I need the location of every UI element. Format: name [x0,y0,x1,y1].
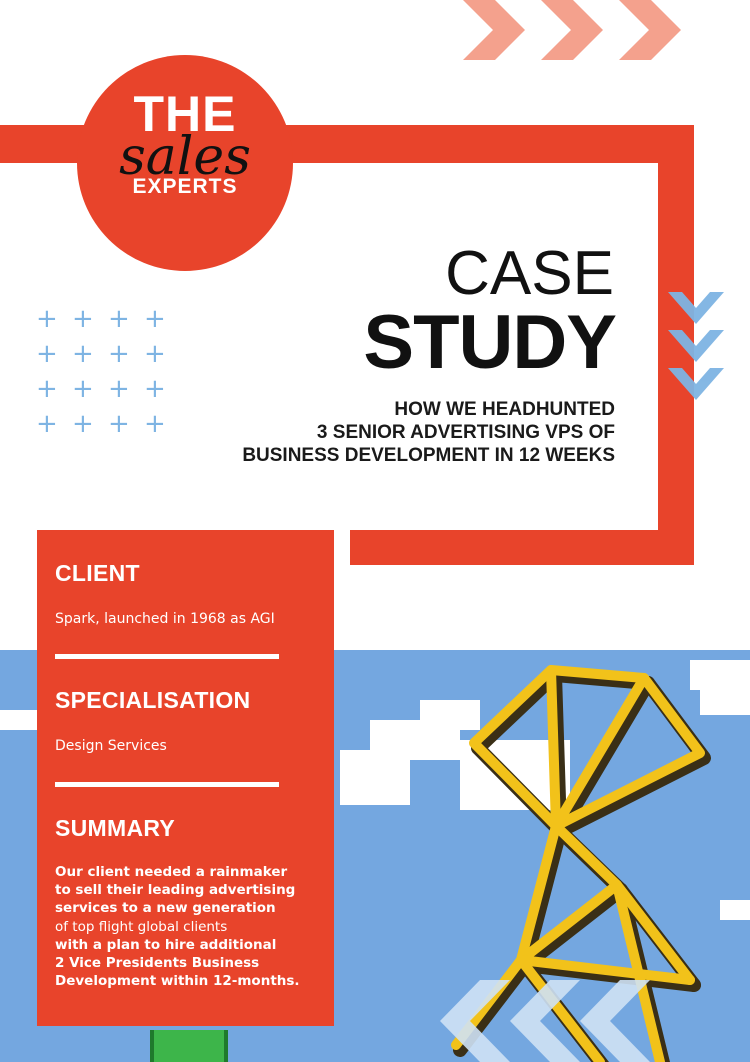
cloud [690,660,750,690]
plus-icon: + [144,304,166,334]
subtitle-line: HOW WE HEADHUNTED [394,399,615,420]
plus-icon: + [108,374,130,404]
cloud [420,700,480,730]
info-panel: CLIENT Spark, launched in 1968 as AGI SP… [37,530,334,1026]
green-pipe [150,1030,228,1062]
plus-icon: + [36,304,58,334]
plus-icon: + [108,339,130,369]
logo-word-sales: sales [119,127,251,187]
subtitle-line: 3 SENIOR ADVERTISING VPS OF [316,422,615,443]
title-case: CASE [445,239,614,308]
summary-line: services to a new generation [55,900,276,917]
plus-pattern: + + + + + + + + + + + + + + + + [36,304,176,437]
brand-logo: THE sales EXPERTS [77,55,293,271]
cloud [700,690,750,715]
plus-icon: + [108,304,130,334]
divider [55,654,279,659]
chevron-right-icon [463,0,681,60]
plus-icon: + [36,339,58,369]
client-text: Spark, launched in 1968 as AGI [55,611,275,627]
specialisation-heading: SPECIALISATION [55,687,251,713]
chevron-left-icon [440,980,650,1062]
title-study: STUDY [363,300,617,385]
summary-line: 2 Vice Presidents Business [55,955,260,972]
client-heading: CLIENT [55,560,140,586]
summary-line: of top flight global clients [55,918,228,935]
plus-icon: + [72,304,94,334]
plus-icon: + [72,339,94,369]
chevron-down-icon [668,292,724,400]
frame-bottom-bar [350,530,694,565]
summary-heading: SUMMARY [55,815,176,841]
plus-icon: + [36,409,58,439]
summary-line: Our client needed a rainmaker [55,864,288,880]
plus-icon: + [36,374,58,404]
divider [55,782,279,787]
logo-word-experts: EXPERTS [132,175,238,198]
specialisation-text: Design Services [55,738,167,754]
summary-line: with a plan to hire additional [55,936,277,953]
summary-line: to sell their leading advertising [55,882,296,899]
logo-word-the: THE [133,86,237,142]
subtitle-line: BUSINESS DEVELOPMENT IN 12 WEEKS [242,445,615,466]
summary-text: Our client needed a rainmaker to sell th… [55,863,325,990]
plus-icon: + [72,374,94,404]
summary-line: Development within 12-months. [55,973,300,990]
plus-icon: + [72,409,94,439]
cloud [720,900,750,920]
plus-icon: + [144,374,166,404]
plus-icon: + [144,339,166,369]
plus-icon: + [108,409,130,439]
subtitle: HOW WE HEADHUNTED 3 SENIOR ADVERTISING V… [242,398,615,467]
yellow-structure [451,665,711,1062]
plus-icon: + [144,409,166,439]
cloud [0,710,40,730]
